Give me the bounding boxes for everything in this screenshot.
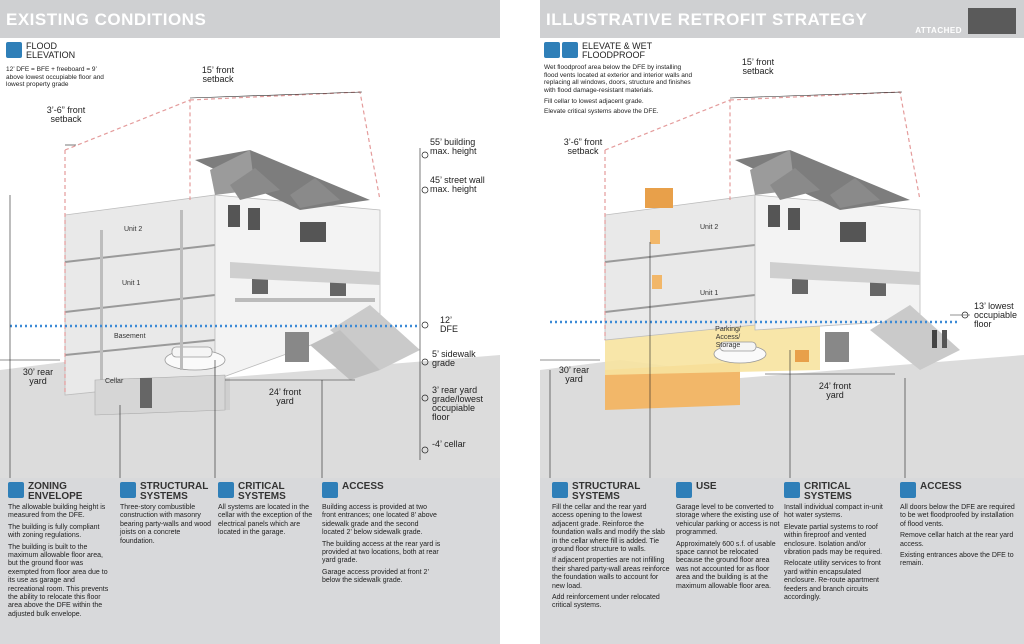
left-header: EXISTING CONDITIONS <box>0 0 500 38</box>
left-col-2-para-0: All systems are located in the cellar wi… <box>218 504 313 537</box>
right-col-0-para-0: Fill the cellar and the rear yard access… <box>552 504 665 554</box>
sidewalk-grade-label: 5’ sidewalk grade <box>432 349 476 368</box>
left-col-3: ACCESS Building access is provided at two… <box>322 482 442 589</box>
right-col-3-para-1: Remove cellar hatch at the rear yard acc… <box>900 532 1014 548</box>
left-col-0: ZONING ENVELOPE The allowable building he… <box>8 482 112 622</box>
critical-systems-icon <box>784 482 800 498</box>
left-header-title: EXISTING CONDITIONS <box>6 10 207 29</box>
right-front-yard-label: 24’ front yard <box>818 381 852 400</box>
right-col-0-para-2: Add reinforcement under relocated critic… <box>552 594 660 610</box>
right-col-1: USE Garage level to be converted to stora… <box>676 482 780 594</box>
right-col-title-3: ACCESS <box>920 481 962 492</box>
structural-systems-icon <box>552 482 568 498</box>
right-col-head-0: STRUCTURAL SYSTEMS <box>552 482 670 504</box>
right-col-title-2: CRITICAL SYSTEMS <box>804 481 852 502</box>
left-setback-15-label: 15’ front setback <box>201 65 235 84</box>
right-room-unit2: Unit 2 <box>700 224 719 231</box>
attached-building-icon <box>968 8 1016 34</box>
cellar-level-label: -4’ cellar <box>432 439 466 449</box>
right-col-1-para-0: Garage level to be converted to storage … <box>676 504 780 537</box>
left-info-band <box>0 478 500 644</box>
right-col-head-2: CRITICAL SYSTEMS <box>784 482 894 504</box>
left-col-title-1: STRUCTURAL SYSTEMS <box>140 481 209 502</box>
left-col-head-2: CRITICAL SYSTEMS <box>218 482 314 504</box>
left-room-basement: Basement <box>114 333 146 340</box>
right-header: ILLUSTRATIVE RETROFIT STRATEGY ATTACHED <box>540 0 1024 38</box>
use-icon <box>676 482 692 498</box>
right-col-1-para-1: Approximately 600 s.f. of usable space c… <box>676 540 776 590</box>
right-col-3: ACCESS All doors below the DFE are requir… <box>900 482 1018 572</box>
right-col-0-para-1: If adjacent properties are not infilling… <box>552 557 670 590</box>
elevate-floodproof-icon-2 <box>562 42 578 58</box>
street-wall-max-height-label: 45’ street wall max. height <box>430 175 485 194</box>
dfe-definition: 12’ DFE = BFE + freeboard = 9’ above low… <box>6 66 104 88</box>
elevate-floodproof-icon-1 <box>544 42 560 58</box>
right-room-unit1: Unit 1 <box>700 290 719 297</box>
strategy-text-2: Fill cellar to lowest adjacent grade. <box>544 98 644 105</box>
critical-systems-icon <box>218 482 234 498</box>
right-col-2-para-0: Install individual compact in-unit hot w… <box>784 504 883 520</box>
left-col-3-para-1: The building access at the rear yard is … <box>322 540 441 565</box>
left-col-0-para-1: The building is fully compliant with zon… <box>8 523 100 540</box>
zoning-envelope-icon <box>8 482 24 498</box>
right-room-parking: Parking/ Access/ Storage <box>715 326 741 349</box>
structural-systems-icon <box>120 482 136 498</box>
right-setback-36-label: 3’-6” front setback <box>563 137 603 156</box>
left-col-head-1: STRUCTURAL SYSTEMS <box>120 482 212 504</box>
access-icon <box>900 482 916 498</box>
left-col-3-para-2: Garage access provided at front 2’ below… <box>322 568 429 585</box>
left-col-3-para-0: Building access is provided at two front… <box>322 504 437 537</box>
access-icon <box>322 482 338 498</box>
left-col-1-para-0: Three-story combustible construction wit… <box>120 504 212 545</box>
right-col-head-3: ACCESS <box>900 482 1018 504</box>
right-col-head-1: USE <box>676 482 780 504</box>
retrofit-building-illustration <box>540 91 1024 478</box>
left-setback-36-label: 3’-6” front setback <box>46 105 86 124</box>
attached-label: ATTACHED <box>915 26 962 35</box>
strategy-text-3: Elevate critical systems above the DFE. <box>544 108 659 115</box>
left-dfe-label: 12’ DFE <box>440 315 458 334</box>
left-room-unit1: Unit 1 <box>122 280 141 287</box>
left-col-head-0: ZONING ENVELOPE <box>8 482 112 504</box>
right-setback-15-label: 15’ front setback <box>741 57 775 76</box>
lowest-occupiable-floor-label: 13’ lowest occupiable floor <box>974 301 1018 329</box>
left-col-title-0: ZONING ENVELOPE <box>28 481 83 502</box>
right-col-3-para-0: All doors below the DFE are required to … <box>900 504 1015 528</box>
strategy-text-1: Wet floodproof area below the DFE by ins… <box>544 64 693 94</box>
left-col-head-3: ACCESS <box>322 482 442 504</box>
left-room-unit2: Unit 2 <box>124 226 143 233</box>
building-max-height-label: 55’ building max. height <box>430 137 477 156</box>
left-room-cellar: Cellar <box>105 378 124 385</box>
right-header-title: ILLUSTRATIVE RETROFIT STRATEGY <box>546 10 868 29</box>
strategy-title: ELEVATE & WET FLOODPROOF <box>582 41 653 60</box>
left-front-yard-label: 24’ front yard <box>268 387 302 406</box>
left-col-title-3: ACCESS <box>342 481 384 492</box>
existing-building-illustration <box>0 91 500 478</box>
right-col-3-para-2: Existing entrances above the DFE to rema… <box>900 552 1014 568</box>
right-col-2: CRITICAL SYSTEMS Install individual compa… <box>784 482 894 605</box>
right-info-band <box>540 478 1024 644</box>
left-rear-yard-label: 30’ rear yard <box>22 367 54 386</box>
right-rear-yard-label: 30’ rear yard <box>558 365 590 384</box>
flood-elevation-icon <box>6 42 22 58</box>
right-col-2-para-1: Elevate partial systems to roof within f… <box>784 523 883 557</box>
existing-conditions-panel: EXISTING CONDITIONS <box>0 0 500 644</box>
right-col-2-para-2: Relocate utility services to front yard … <box>784 560 881 602</box>
left-col-0-para-2: The building is built to the maximum all… <box>8 543 109 618</box>
right-col-title-0: STRUCTURAL SYSTEMS <box>572 481 641 502</box>
left-col-title-2: CRITICAL SYSTEMS <box>238 481 286 502</box>
retrofit-strategy-panel: ILLUSTRATIVE RETROFIT STRATEGY ATTACHED <box>540 0 1024 644</box>
flood-elevation-title: FLOOD ELEVATION <box>26 41 76 60</box>
rear-yard-grade-label: 3’ rear yard grade/lowest occupiable flo… <box>432 385 484 422</box>
right-col-title-1: USE <box>696 481 717 492</box>
left-col-0-para-0: The allowable building height is measure… <box>8 504 106 520</box>
